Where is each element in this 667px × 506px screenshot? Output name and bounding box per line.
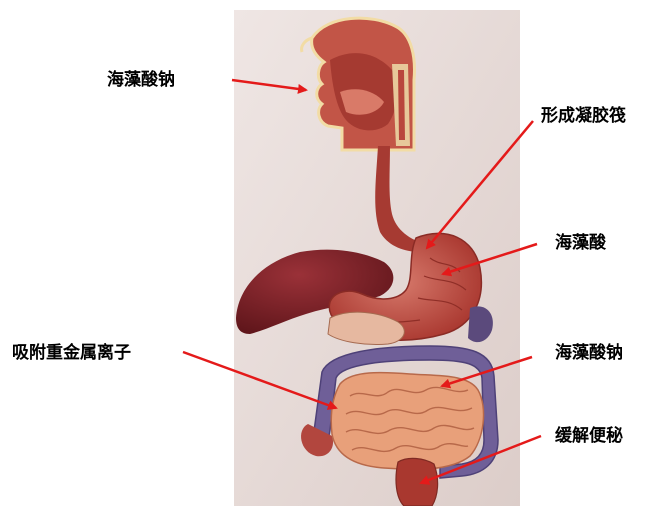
label-alginic-acid: 海藻酸 (555, 233, 606, 253)
label-constipation: 缓解便秘 (555, 426, 623, 446)
label-mouth: 海藻酸钠 (107, 70, 175, 90)
rectum (396, 458, 438, 506)
small-intestine (331, 373, 483, 470)
label-sodium-alginate-intestine: 海藻酸钠 (555, 343, 623, 363)
label-gel-raft: 形成凝胶筏 (541, 106, 626, 126)
label-heavy-metal: 吸附重金属离子 (12, 343, 131, 363)
